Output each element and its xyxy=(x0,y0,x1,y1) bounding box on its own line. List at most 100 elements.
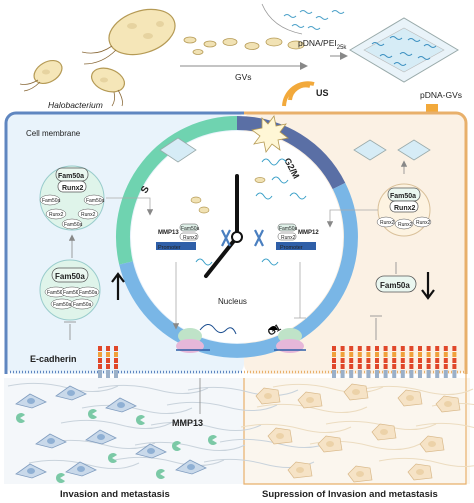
ecm-right-border xyxy=(243,374,467,485)
up-small-3: Fam50a xyxy=(79,290,98,296)
fam50a-down-label: Fam50a xyxy=(380,281,410,290)
receptor xyxy=(375,346,379,378)
gv-particles xyxy=(183,36,305,55)
invasion-caption: Invasion and metastasis xyxy=(60,489,170,500)
fam50a-upregulated: Fam50a Fam50a Fam50a Fam50a Fam50a Fam50… xyxy=(39,259,125,321)
right-membrane xyxy=(244,111,468,374)
ecm-left xyxy=(4,378,244,484)
receptor xyxy=(435,346,440,378)
mmp13-enzyme xyxy=(16,413,25,424)
cell-membrane-label: Cell membrane xyxy=(26,129,81,138)
suppressed-cell xyxy=(407,463,433,481)
mmp12-gene-label: MMP12 xyxy=(298,230,319,236)
mini-fam50a-left: Fam50a xyxy=(181,226,200,232)
invasive-cells xyxy=(15,385,207,479)
mini-runx2-left: Runx2 xyxy=(183,235,198,241)
receptor xyxy=(452,346,457,378)
invasive-cell xyxy=(35,433,67,449)
mmp13-enzymes xyxy=(16,409,217,484)
pdna-pei-text: pDNA/PEI xyxy=(298,38,337,48)
phase-g2m-arc xyxy=(236,116,346,190)
pdna-pei-label: pDNA/PEI25k xyxy=(298,38,347,51)
receptor xyxy=(366,346,371,378)
ecadherin-receptors xyxy=(98,346,457,378)
invasive-cell xyxy=(15,393,47,409)
nucleus-label: Nucleus xyxy=(218,297,247,306)
left-small-4: Runx2 xyxy=(81,212,96,218)
mmp13-enzyme xyxy=(172,440,181,452)
invasive-cell xyxy=(105,397,137,413)
cell-cycle: S G2/M G1 Nucleus Pr xyxy=(116,116,358,358)
suppressed-cell xyxy=(255,387,281,405)
receptor xyxy=(426,346,431,378)
mmp13-enzyme xyxy=(136,415,145,425)
suppressed-cell xyxy=(397,389,423,407)
dna-strands xyxy=(195,158,307,266)
invasive-cell xyxy=(55,385,87,401)
receptor xyxy=(332,346,336,378)
mmp13-gene-label: MMP13 xyxy=(158,230,179,236)
up-small-5: Fam50a xyxy=(73,302,92,308)
mmp13-enzyme xyxy=(155,469,165,479)
promoter-left-label: Promoter xyxy=(158,245,181,251)
promoter-right-label: Promoter xyxy=(280,245,303,251)
inner-pdna-gvs xyxy=(159,137,431,163)
up-small-2: Fam50a xyxy=(63,290,82,296)
pdna-pei-arc xyxy=(261,3,303,35)
promoter-box-left xyxy=(156,242,196,250)
mmp13-enzyme xyxy=(56,473,65,484)
pdna-gvs-large xyxy=(349,17,459,83)
fam50a-downregulated: Fam50a xyxy=(375,272,435,300)
suppressed-cells xyxy=(255,383,461,483)
receptor xyxy=(409,346,414,378)
suppressed-cell xyxy=(287,461,313,479)
up-arrow xyxy=(111,272,125,300)
right-small-2: Runx2 xyxy=(398,222,413,228)
mmp13-enzyme xyxy=(108,453,117,463)
mmp13-gene: Promoter MMP13 Fam50a Runx2 xyxy=(156,223,200,251)
ribosome-left xyxy=(176,324,237,353)
invasive-cell xyxy=(175,459,207,475)
halobacterium-cluster xyxy=(19,8,176,107)
suppressed-cell xyxy=(343,383,369,401)
fam50a-up-label: Fam50a xyxy=(55,272,85,281)
inner-gvs xyxy=(190,177,266,214)
suppressed-cell xyxy=(435,395,461,413)
receptor xyxy=(443,346,448,378)
ribosome-right xyxy=(268,326,306,353)
suppression-caption: Supression of Invasion and metastasis xyxy=(262,489,438,500)
right-complex-runx2: Runx2 xyxy=(394,205,416,212)
suppressed-cell xyxy=(371,423,397,441)
pdna-pei-particles xyxy=(283,10,345,30)
left-complex: Fam50a Runx2 Fam50a Fam50a Runx2 Runx2 F… xyxy=(39,165,154,340)
left-membrane xyxy=(4,111,244,374)
up-small-4: Fam50a xyxy=(53,302,72,308)
suppressed-cell xyxy=(297,391,323,409)
mmp13-enzyme xyxy=(88,409,97,419)
pdna-pei-subscript: 25k xyxy=(337,45,348,51)
suppressed-cell xyxy=(317,435,343,453)
burst-gv xyxy=(251,115,289,153)
down-arrow xyxy=(421,272,435,300)
gene-complex-left: Fam50a Runx2 xyxy=(179,223,200,241)
bacterium-3 xyxy=(81,8,176,65)
invasive-cell xyxy=(65,461,97,477)
phase-g1-arc xyxy=(119,182,358,358)
receptor xyxy=(418,346,422,378)
up-small-1: Fam50a xyxy=(47,290,66,296)
top-section: Halobacterium GVs pDNA/PEI25k xyxy=(19,3,462,134)
pdna-gvs-label: pDNA-GVs xyxy=(420,90,462,100)
mini-fam50a-right: Fam50a xyxy=(279,226,298,232)
left-small-2: Fam50a xyxy=(86,198,105,204)
suppressed-cell xyxy=(267,427,293,445)
right-small-3: Runx2 xyxy=(416,220,431,226)
right-complex-fam50a: Fam50a xyxy=(390,193,416,200)
gvs-label: GVs xyxy=(235,72,252,82)
suppressed-cell xyxy=(419,435,445,453)
us-label: US xyxy=(316,88,329,98)
clock-hand-short xyxy=(204,235,239,278)
receptor xyxy=(400,346,405,378)
ecm-fibers xyxy=(7,382,474,469)
chromosomes xyxy=(221,229,264,247)
